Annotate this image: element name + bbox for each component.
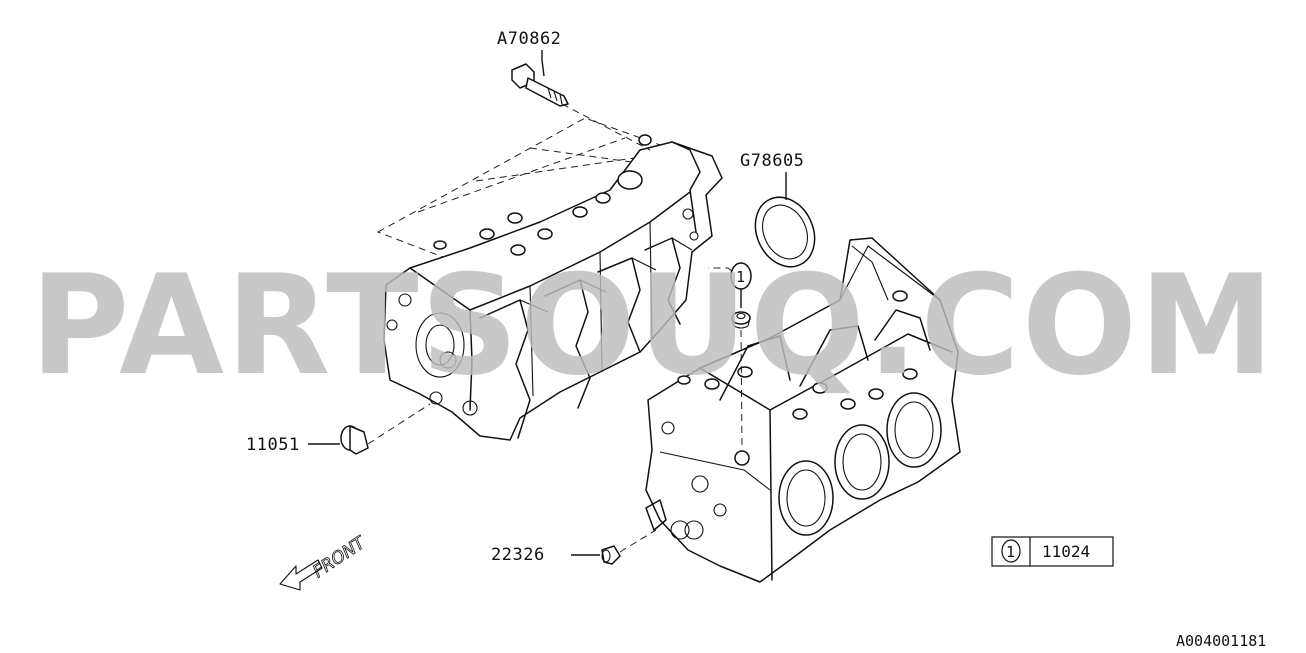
bolt-part <box>511 63 569 107</box>
callout-plug-left[interactable]: 11051 <box>246 435 340 455</box>
callout-plug-bottom[interactable]: 22326 <box>491 545 600 565</box>
legend-marker-label: 1 <box>1006 543 1015 561</box>
callout-seal-label[interactable]: G78605 <box>740 151 804 171</box>
diagram-reference-id: A004001181 <box>1176 632 1266 650</box>
marker-1-label[interactable]: 1 <box>736 268 745 286</box>
right-cylinder-block <box>645 237 961 583</box>
watermark-text: PARTSOUQ.COM <box>30 245 1276 406</box>
callout-plug-left-label[interactable]: 11051 <box>246 435 300 455</box>
callout-seal[interactable]: G78605 <box>740 151 804 200</box>
callout-plug-bottom-label[interactable]: 22326 <box>491 545 545 565</box>
grommet-assembly-line <box>740 329 743 449</box>
legend-box[interactable]: 1 11024 <box>991 536 1114 567</box>
front-arrow-label: FRONT <box>310 532 371 582</box>
plug-left-assembly-line <box>367 403 431 445</box>
bolt-assembly-line <box>561 103 651 151</box>
legend-part-number[interactable]: 11024 <box>1042 542 1090 561</box>
plug-part-bottom <box>601 545 621 565</box>
legend-marker-circle <box>1001 539 1021 563</box>
marker-1-callout[interactable]: 1 <box>730 262 752 308</box>
callout-bolt-label[interactable]: A70862 <box>497 29 561 49</box>
front-arrow: FRONT <box>279 532 371 591</box>
left-cylinder-block <box>376 117 723 441</box>
callout-bolt-leader <box>541 50 545 77</box>
seal-part <box>754 196 816 268</box>
plug-part-left <box>340 425 369 455</box>
grommet-part <box>731 311 751 329</box>
front-arrow-icon <box>279 559 323 591</box>
callout-bolt[interactable]: A70862 <box>497 29 561 77</box>
plug-bottom-assembly-line <box>619 529 657 553</box>
